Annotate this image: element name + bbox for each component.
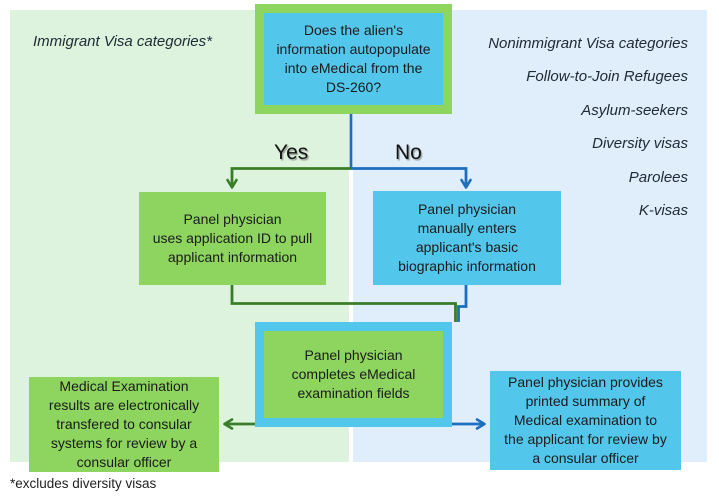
printed-result-box: Panel physician provides printed summary… [490, 371, 681, 470]
immigrant-categories-label: Immigrant Visa categories* [33, 33, 212, 50]
footnote: *excludes diversity visas [10, 476, 157, 491]
yes-branch-box: Panel physician uses application ID to p… [139, 192, 326, 285]
question-box: Does the alien's information autopopulat… [255, 4, 452, 114]
electronic-result-box: Medical Examination results are electron… [29, 377, 219, 472]
list-item: Diversity visas [592, 135, 688, 153]
list-item: Follow-to-Join Refugees [526, 68, 688, 86]
no-branch-box: Panel physician manually enters applican… [373, 191, 561, 285]
list-item: Nonimmigrant Visa categories [488, 35, 688, 52]
merge-box: Panel physician completes eMedical exami… [255, 322, 452, 427]
yes-label: Yes [274, 141, 309, 164]
list-item: K-visas [638, 202, 688, 220]
list-item: Parolees [628, 168, 688, 186]
list-item: Asylum-seekers [581, 101, 688, 119]
no-label: No [395, 141, 422, 164]
nonimmigrant-categories-list: Nonimmigrant Visa categories Follow-to-J… [488, 27, 688, 227]
